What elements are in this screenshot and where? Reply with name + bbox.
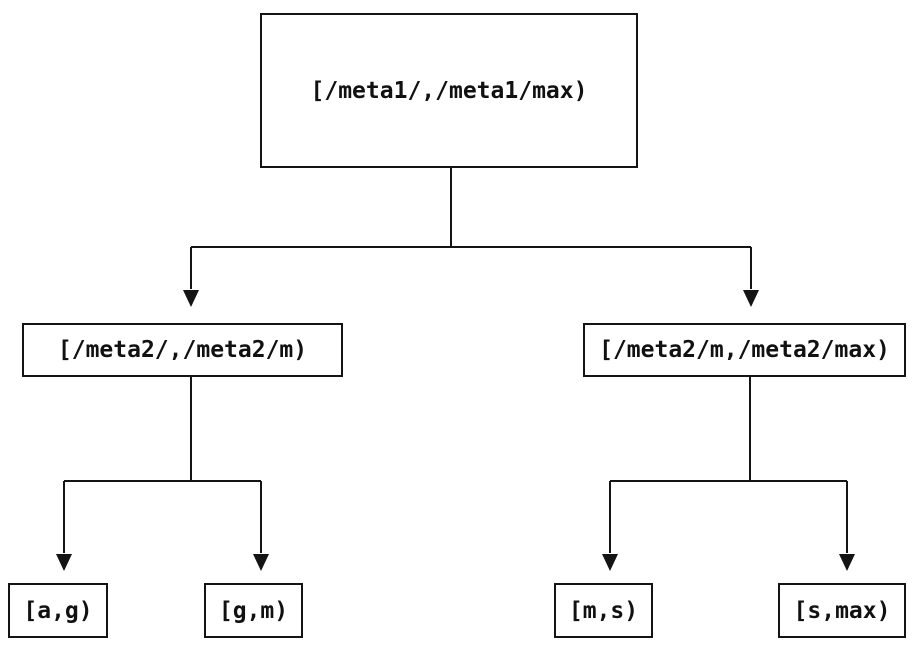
tree-node-leaf-a-g-label: [a,g)	[23, 597, 93, 624]
tree-node-right-child: [/meta2/m,/meta2/max)	[583, 323, 906, 377]
tree-node-left-child-label: [/meta2/,/meta2/m)	[57, 337, 308, 363]
tree-node-left-child: [/meta2/,/meta2/m)	[22, 323, 343, 377]
arrowhead-left-child	[183, 290, 199, 307]
tree-node-leaf-s-max-label: [s,max)	[793, 597, 891, 624]
tree-node-leaf-m-s: [m,s)	[554, 583, 653, 638]
arrowhead-leaf-s-max	[839, 554, 855, 571]
arrowhead-leaf-a-g	[56, 554, 72, 571]
tree-node-leaf-s-max: [s,max)	[778, 583, 906, 638]
tree-node-leaf-a-g: [a,g)	[8, 583, 108, 638]
tree-node-leaf-m-s-label: [m,s)	[568, 597, 639, 624]
arrowhead-right-child	[743, 290, 759, 307]
tree-node-root-label: [/meta1/,/meta1/max)	[310, 77, 588, 104]
arrowhead-leaf-g-m	[253, 554, 269, 571]
tree-node-right-child-label: [/meta2/m,/meta2/max)	[599, 337, 890, 363]
arrowhead-leaf-m-s	[602, 554, 618, 571]
tree-node-root: [/meta1/,/meta1/max)	[260, 13, 638, 168]
tree-node-leaf-g-m-label: [g,m)	[218, 597, 289, 624]
tree-node-leaf-g-m: [g,m)	[204, 583, 303, 638]
